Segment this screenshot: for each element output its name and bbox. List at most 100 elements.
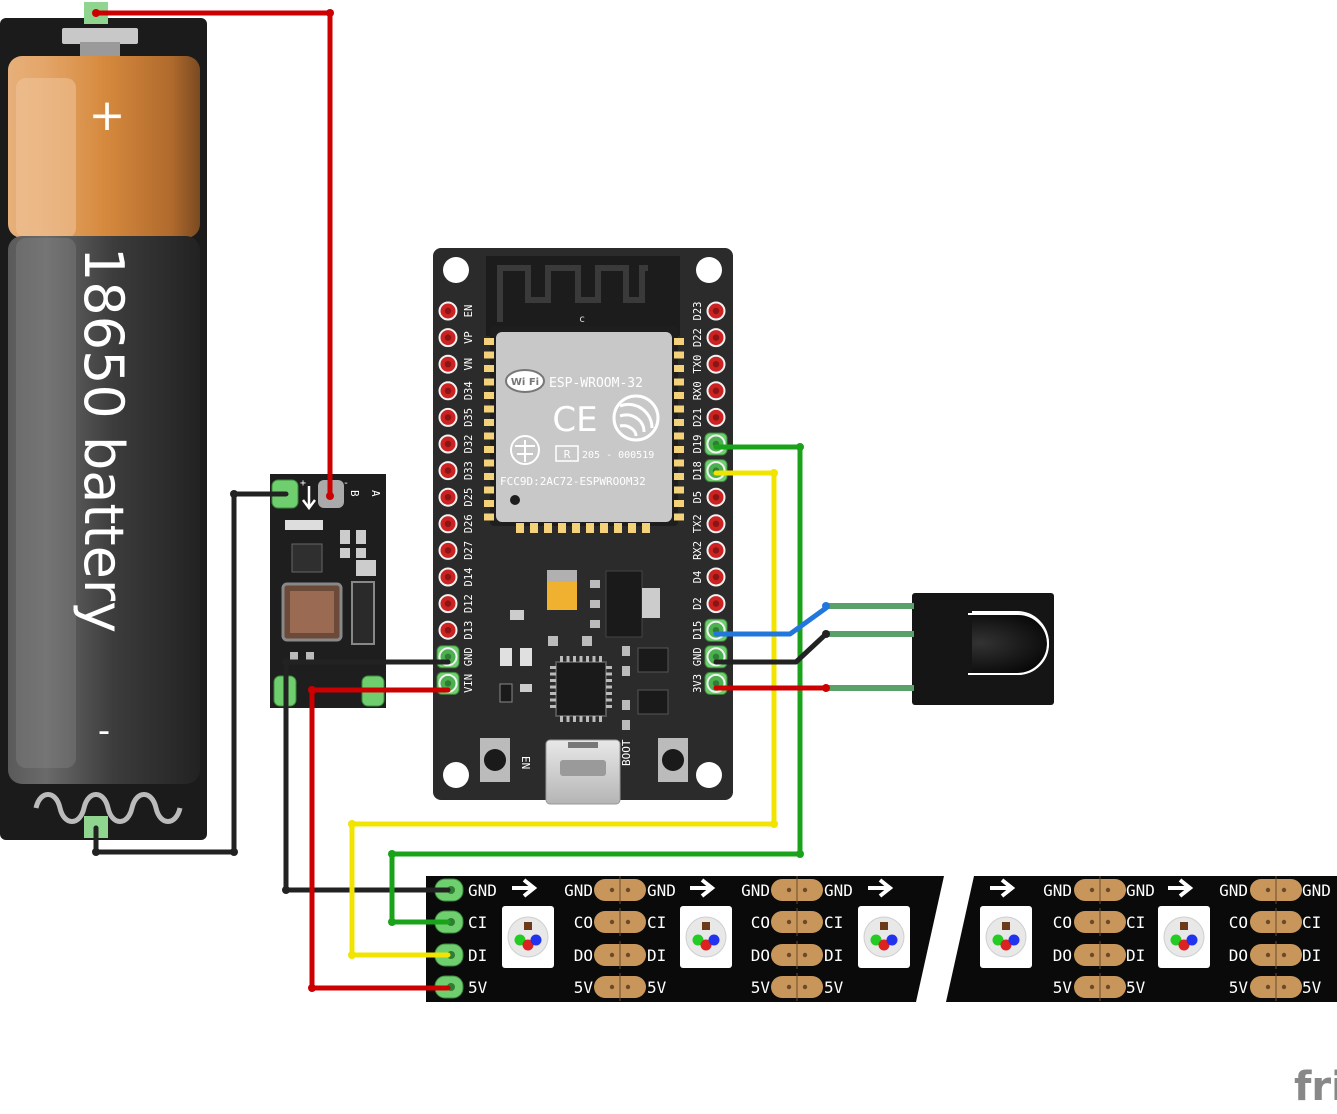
esp32-pin-label: D26 xyxy=(463,514,475,533)
rgb-led-icon xyxy=(858,906,910,968)
strip-pad-label: CI xyxy=(824,913,843,932)
esp32-pin-left-d33[interactable]: D33 xyxy=(438,461,476,481)
strip-solder-pad xyxy=(594,876,646,904)
esp32-pin-right-d19[interactable]: D19 xyxy=(692,432,728,456)
esp32-pin-left-vn[interactable]: VN xyxy=(438,354,476,374)
esp32-voltage-regulator xyxy=(605,570,643,638)
wire-red-5v-strip xyxy=(309,687,451,991)
esp32-pin-label: RX2 xyxy=(692,541,704,560)
wires xyxy=(92,9,914,992)
esp32-cert-number: 205 - 000519 xyxy=(582,450,654,461)
esp32-pin-label: D19 xyxy=(692,435,704,454)
boot-button-label: BOOT xyxy=(620,739,633,766)
esp32-left-pin-header: ENVPVND34D35D32D33D25D26D27D14D12D13GNDV… xyxy=(436,301,476,695)
esp32-pin-right-d21[interactable]: D21 xyxy=(692,407,726,427)
esp32-pin-label: 3V3 xyxy=(692,674,704,693)
esp32-module-name: ESP-WROOM-32 xyxy=(549,376,643,391)
strip-pad-label: CO xyxy=(751,913,770,932)
battery-terminal-cap xyxy=(62,28,138,44)
strip-solder-pad xyxy=(1250,941,1302,969)
esp32-pin-left-d13[interactable]: D13 xyxy=(438,620,476,640)
strip-direction-arrow-icon xyxy=(990,878,1016,898)
esp32-pin-right-rx2[interactable]: RX2 xyxy=(692,540,726,560)
esp32-pin-left-vp[interactable]: VP xyxy=(438,328,476,348)
esp32-pin-right-d23[interactable]: D23 xyxy=(692,301,726,321)
strip-pad-label: DO xyxy=(574,946,593,965)
esp32-pin-left-gnd[interactable]: GND xyxy=(436,645,475,669)
wire-green-d19-ci xyxy=(389,444,803,925)
esp32-pin-label: D22 xyxy=(692,328,704,347)
strip-pad-label: CI xyxy=(1302,913,1321,932)
esp32-pin-right-d22[interactable]: D22 xyxy=(692,328,726,348)
esp32-pin-label: D34 xyxy=(463,381,475,400)
strip-pad-label: GND xyxy=(1302,881,1331,900)
strip-pad-label: DO xyxy=(1229,946,1248,965)
esp32-pin-left-en[interactable]: EN xyxy=(438,301,476,321)
led-strip-segment-2 xyxy=(946,876,1337,1002)
strip-pad-label: 5V xyxy=(574,978,594,997)
strip-pad-label: DI xyxy=(1126,946,1145,965)
esp32-pin-left-d35[interactable]: D35 xyxy=(438,407,476,427)
esp32-pin-left-d26[interactable]: D26 xyxy=(438,514,476,534)
strip-solder-pad xyxy=(1074,908,1126,936)
strip-pad-label: DI xyxy=(1302,946,1321,965)
esp32-pin-label: D21 xyxy=(692,408,704,427)
wire-blue-d15-ir xyxy=(713,605,829,637)
esp32-pin-label: D27 xyxy=(463,541,475,560)
wire-yellow-d18-di xyxy=(349,470,777,958)
esp32-usb-uart-chip xyxy=(555,661,607,717)
esp32-pin-right-tx0[interactable]: TX0 xyxy=(692,354,726,374)
en-button[interactable] xyxy=(480,738,510,782)
module-pads-left xyxy=(484,338,494,521)
strip-input-label: GND xyxy=(468,881,497,900)
strip-direction-arrow-icon xyxy=(868,878,894,898)
esp32-pin-label: D23 xyxy=(692,302,704,321)
esp32-pin-right-3v3[interactable]: 3V3 xyxy=(692,671,728,695)
ir-receiver xyxy=(911,593,1054,705)
esp32-pin-left-d12[interactable]: D12 xyxy=(438,594,476,614)
strip-direction-arrow-icon xyxy=(512,878,538,898)
boot-button[interactable] xyxy=(658,738,688,782)
esp32-pin-left-d34[interactable]: D34 xyxy=(438,381,476,401)
strip-pad-label: DI xyxy=(824,946,843,965)
strip-input-label: 5V xyxy=(468,978,488,997)
esp32-pin-label: D5 xyxy=(692,491,704,504)
charger-minus-mark: - xyxy=(343,478,349,489)
strip-pad-label: 5V xyxy=(824,978,844,997)
esp32-pin-label: VN xyxy=(463,358,475,371)
strip-pad-label: 5V xyxy=(1126,978,1146,997)
ce-mark-icon: CE xyxy=(552,400,597,440)
esp32-pin-left-d25[interactable]: D25 xyxy=(438,487,476,507)
strip-pad-label: GND xyxy=(824,881,853,900)
esp32-pin-label: D14 xyxy=(463,568,475,587)
esp32-pin-right-rx0[interactable]: RX0 xyxy=(692,381,726,401)
strip-solder-pad xyxy=(771,908,823,936)
charger-label-b: B xyxy=(348,490,361,497)
esp32-pin-label: GND xyxy=(463,647,475,666)
esp32-pin-right-tx2[interactable]: TX2 xyxy=(692,514,726,534)
esp32-pin-left-d14[interactable]: D14 xyxy=(438,567,476,587)
strip-solder-pad xyxy=(594,941,646,969)
strip-pad-label: GND xyxy=(647,881,676,900)
strip-pad-label: 5V xyxy=(751,978,771,997)
strip-pad-label: DO xyxy=(1053,946,1072,965)
wire-joints xyxy=(92,9,830,992)
esp32-antenna-mark: c xyxy=(579,314,585,325)
strip-solder-pad xyxy=(594,908,646,936)
esp32-pin-label: D13 xyxy=(463,621,475,640)
esp32-pin-left-d32[interactable]: D32 xyxy=(438,434,476,454)
strip-solder-pad xyxy=(1250,876,1302,904)
esp32-pin-label: D15 xyxy=(692,621,704,640)
esp32-pin-label: D2 xyxy=(692,597,704,610)
battery-minus-sign: - xyxy=(98,711,110,751)
en-button-label: EN xyxy=(519,756,532,769)
esp32-pin-right-d15[interactable]: D15 xyxy=(692,618,728,642)
esp32-pin-label: D25 xyxy=(463,488,475,507)
strip-pad-label: DO xyxy=(751,946,770,965)
esp32-pin-right-d5[interactable]: D5 xyxy=(692,487,726,507)
micro-usb-port[interactable] xyxy=(545,739,621,805)
esp32-pin-right-d4[interactable]: D4 xyxy=(692,567,726,587)
battery-spring xyxy=(33,792,183,824)
esp32-pin-right-d2[interactable]: D2 xyxy=(692,594,726,614)
esp32-pin-left-d27[interactable]: D27 xyxy=(438,540,476,560)
